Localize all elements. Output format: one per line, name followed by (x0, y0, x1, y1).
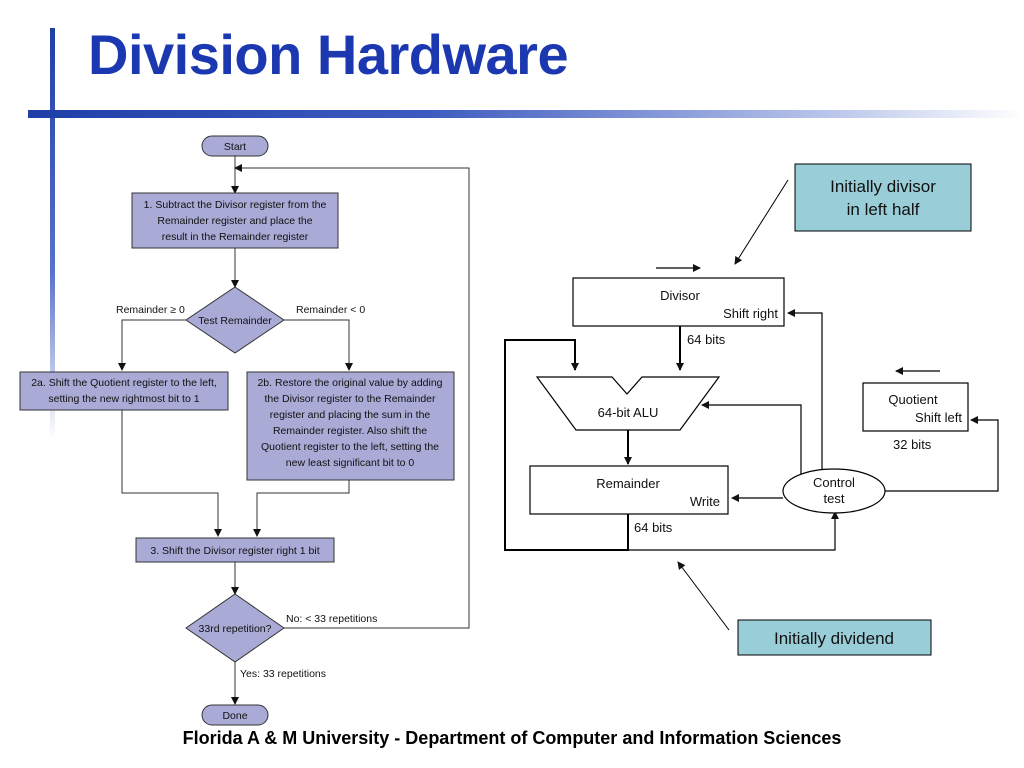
step1-line1: 1. Subtract the Divisor register from th… (144, 199, 327, 211)
step2b-line1: 2b. Restore the original value by adding (257, 377, 442, 389)
alu-label: 64-bit ALU (598, 405, 659, 420)
accent-vertical-bar (50, 28, 55, 438)
no-label: No: < 33 repetitions (286, 613, 377, 625)
quotient-op: Shift left (915, 410, 962, 425)
slide-title: Division Hardware (88, 23, 569, 86)
step3-label: 3. Shift the Divisor register right 1 bi… (150, 545, 319, 557)
control-line1: Control (813, 475, 855, 490)
remainder-label: Remainder (596, 476, 660, 491)
divisor-note-line2: in left half (847, 200, 920, 219)
step2a-line2: setting the new rightmost bit to 1 (48, 393, 199, 405)
divisor-register (572, 277, 785, 327)
flowchart: Start 1. Subtract the Divisor register f… (19, 135, 470, 726)
quotient-register (862, 382, 969, 432)
step2a-line1: 2a. Shift the Quotient register to the l… (31, 377, 217, 389)
dividend-note-box (737, 619, 932, 656)
step1-box (131, 192, 339, 249)
control-line2: test (824, 491, 845, 506)
divisor-note-line1: Initially divisor (830, 177, 936, 196)
remainder-bits: 64 bits (634, 520, 673, 535)
repetition-label: 33rd repetition? (199, 623, 272, 635)
step2a-box (19, 371, 229, 411)
quotient-label: Quotient (888, 392, 938, 407)
divisor-label: Divisor (660, 288, 700, 303)
branch-lt-label: Remainder < 0 (296, 304, 365, 316)
step2b-line5: Quotient register to the left, setting t… (261, 441, 439, 453)
slide-footer: Florida A & M University - Department of… (182, 728, 842, 748)
divisor-op: Shift right (723, 306, 778, 321)
step2b-line6: new least significant bit to 0 (286, 457, 415, 469)
accent-horizontal-bar (28, 110, 1024, 118)
callouts: Initially divisor in left half Initially… (677, 163, 972, 656)
divisor-bits: 64 bits (687, 332, 726, 347)
remainder-op: Write (690, 494, 720, 509)
remainder-register (529, 465, 729, 515)
test-remainder-diamond (185, 286, 285, 354)
hardware-diagram: Divisor Shift right 64 bits 64-bit ALU R… (504, 264, 999, 551)
done-label: Done (222, 710, 247, 722)
start-label: Start (224, 141, 246, 153)
branch-ge-label: Remainder ≥ 0 (116, 304, 185, 316)
step1-line3: result in the Remainder register (162, 231, 309, 243)
test-remainder-label: Test Remainder (198, 315, 272, 327)
step2b-box (246, 371, 455, 481)
dividend-note-label: Initially dividend (774, 629, 894, 648)
step2b-line4: Remainder register. Also shift the (273, 425, 427, 437)
step2b-line2: the Divisor register to the Remainder (265, 393, 436, 405)
step1-line2: Remainder register and place the (157, 215, 312, 227)
quotient-bits: 32 bits (893, 437, 932, 452)
divisor-note-pointer (734, 179, 789, 265)
step3-box (135, 537, 335, 563)
alu-shape (535, 376, 721, 431)
dividend-note-pointer (677, 561, 730, 631)
done-terminal (201, 704, 269, 726)
yes-label: Yes: 33 repetitions (240, 668, 326, 680)
divisor-note-box (794, 163, 972, 232)
step2b-line3: register and placing the sum in the (270, 409, 431, 421)
